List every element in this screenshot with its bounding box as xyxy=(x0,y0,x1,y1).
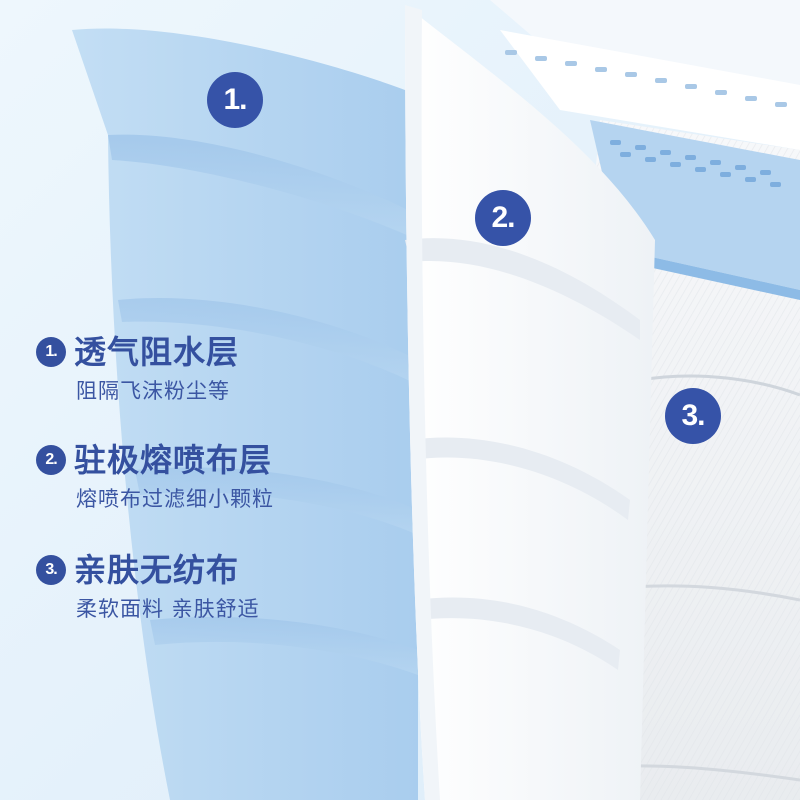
legend-2-title: 驻极熔喷布层 xyxy=(74,441,273,479)
legend-2-subtitle: 熔喷布过滤细小颗粒 xyxy=(76,487,274,511)
legend-item-3: 3. 亲肤无纺布 柔软面料 亲肤舒适 xyxy=(36,550,260,622)
legend-item-2: 2. 驻极熔喷布层 熔喷布过滤细小颗粒 xyxy=(36,440,274,512)
legend-1-title: 透气阻水层 xyxy=(74,333,240,371)
layer-2-badge: 2. xyxy=(475,190,531,246)
layer-1-badge: 1. xyxy=(207,72,263,128)
legend-1-number-icon: 1. xyxy=(36,337,66,367)
layer-1-badge-label: 1. xyxy=(223,83,247,116)
legend-item-1: 1. 透气阻水层 阻隔飞沫粉尘等 xyxy=(36,332,239,404)
legend-3-number-icon: 3. xyxy=(36,555,66,585)
legend-3-subtitle: 柔软面料 亲肤舒适 xyxy=(76,597,260,621)
legend-3-title: 亲肤无纺布 xyxy=(74,551,240,589)
legend-1-subtitle: 阻隔飞沫粉尘等 xyxy=(76,379,230,403)
layer-3-badge: 3. xyxy=(665,388,721,444)
legend-2-number-icon: 2. xyxy=(36,445,66,475)
layer-3-badge-label: 3. xyxy=(681,399,705,432)
layer-2-badge-label: 2. xyxy=(491,201,515,234)
